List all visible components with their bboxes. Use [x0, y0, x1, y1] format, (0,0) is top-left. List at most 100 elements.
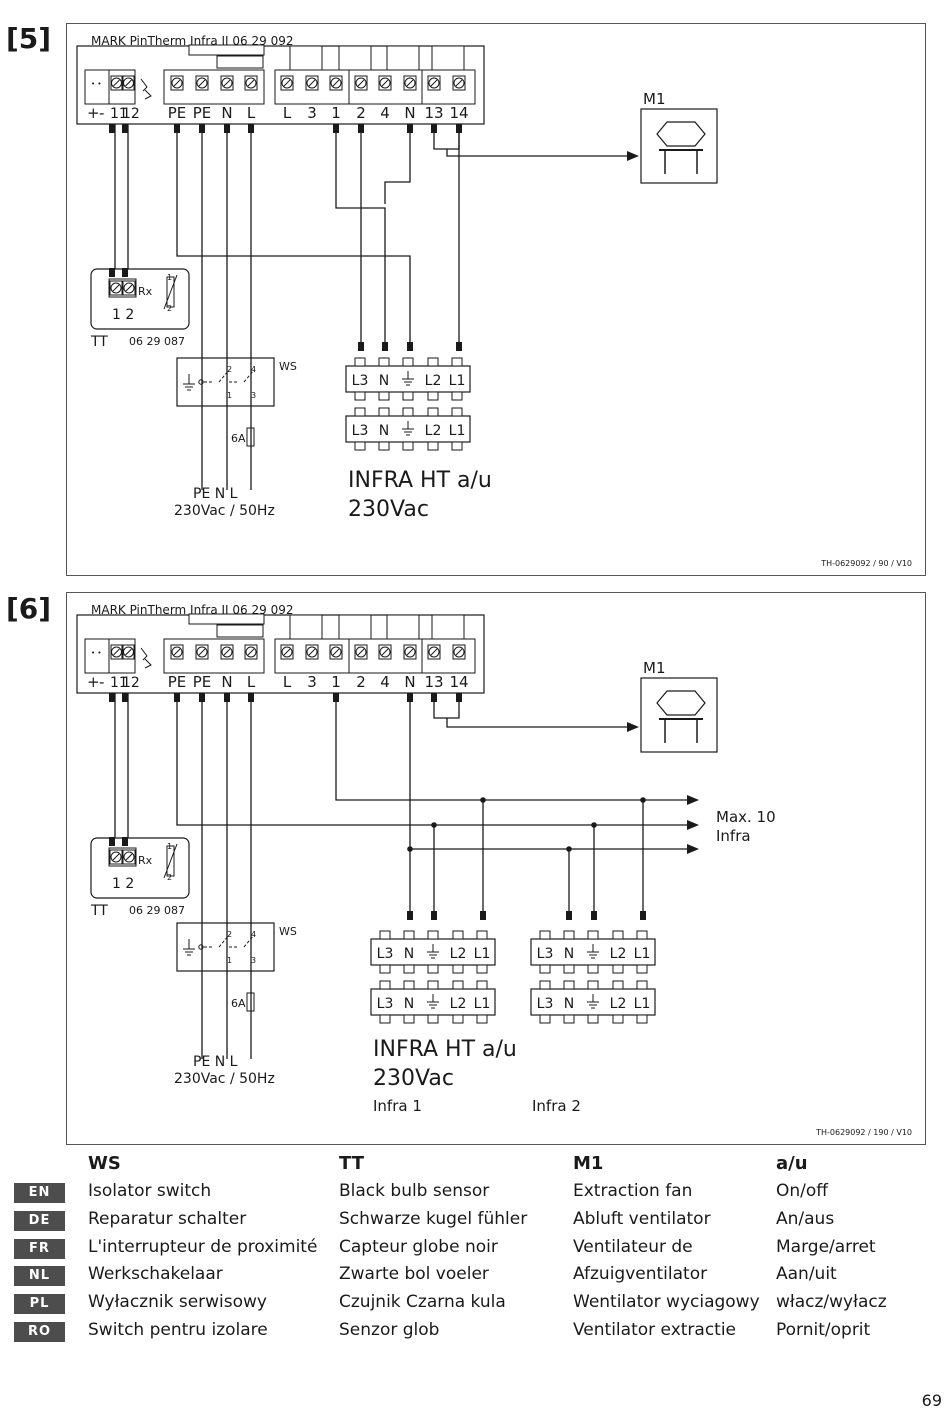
legend-table: EN DE FR NL PL RO WS Isolator switch Rep… — [0, 1150, 950, 1350]
relay-housing — [188, 613, 265, 625]
screw-slot — [381, 79, 389, 87]
heater-pin — [403, 980, 415, 990]
heater-pin — [563, 1014, 575, 1024]
relay-connector — [274, 638, 476, 674]
lang-badge-fr: FR — [14, 1239, 65, 1259]
wire — [335, 702, 695, 801]
legend-cell: Schwarze kugel fühler — [339, 1208, 528, 1229]
legend-column-au: a/u On/off An/aus Marge/arret Aan/uit wł… — [776, 1150, 887, 1345]
heater-pin — [427, 980, 439, 990]
legend-head: a/u — [776, 1153, 808, 1174]
heater-pin — [378, 391, 390, 401]
legend-cell: Abluft ventilator — [573, 1208, 711, 1229]
heater-pin — [451, 391, 463, 401]
terminal-label: 11 — [110, 106, 128, 122]
relay-housing — [386, 614, 420, 641]
sensor-probe-icon — [140, 647, 152, 669]
sensor-code: 06 29 087 — [129, 904, 185, 917]
relay-housing — [216, 55, 264, 69]
fan-icon — [656, 121, 706, 147]
polarity-dots: • • — [91, 80, 101, 88]
drawing-reference: TH-0629092 / 90 / V10 — [820, 559, 912, 568]
wire-terminal — [224, 124, 230, 133]
switch-pin: 1 — [227, 391, 232, 400]
screw-slot — [283, 79, 291, 87]
switch-pin: 1 — [227, 956, 232, 965]
sensor-pin-label: 1 — [167, 273, 172, 282]
thermistor-icon — [163, 274, 178, 310]
screw-slot — [125, 648, 132, 656]
heater-pin — [636, 930, 648, 940]
heater-pin — [378, 407, 390, 417]
switch-label: WS — [279, 360, 297, 373]
heater-terminal-label: L3 — [352, 373, 369, 389]
wire-terminal — [333, 124, 339, 133]
terminal-label: 11 — [110, 675, 128, 691]
arrow-icon — [627, 151, 639, 161]
terminal-label: L — [247, 673, 256, 691]
terminal-label: 1 — [331, 104, 341, 122]
heater-title: INFRA HT a/u — [348, 468, 492, 493]
screw-slot — [173, 648, 181, 656]
supply-spec-label: 230Vac / 50Hz — [174, 503, 275, 519]
heater-pin — [378, 357, 390, 367]
heater-pin — [427, 964, 439, 974]
heater-pin — [452, 964, 464, 974]
fan-label: M1 — [643, 90, 666, 108]
heater-pin — [379, 964, 391, 974]
heater-pin — [379, 930, 391, 940]
wire-terminal — [456, 693, 462, 702]
screw-slot — [198, 648, 206, 656]
heater-terminal-label: L2 — [450, 996, 467, 1012]
wire-terminal — [566, 911, 572, 920]
legend-cell: L'interrupteur de proximité — [88, 1236, 318, 1257]
heater-pin — [636, 1014, 648, 1024]
heater-terminal-label: L3 — [377, 946, 394, 962]
arrow-icon — [687, 844, 699, 854]
figure-5-label: [5] — [6, 22, 52, 55]
heater-terminal-label: L1 — [449, 423, 466, 439]
legend-cell: Isolator switch — [88, 1181, 212, 1201]
relay-housing — [338, 45, 372, 72]
legend-cell: Reparatur schalter — [88, 1208, 247, 1229]
legend-cell: Ventilateur de — [573, 1236, 693, 1257]
switch-pin: 4 — [251, 930, 256, 939]
sensor-probe-icon — [140, 78, 152, 100]
heater-pin — [354, 391, 366, 401]
wire — [446, 149, 637, 157]
screw-slot — [125, 79, 132, 87]
screw-slot — [247, 79, 255, 87]
heater-pin — [452, 980, 464, 990]
screw-slot — [357, 648, 365, 656]
legend-cell: Werkschakelaar — [88, 1264, 223, 1285]
legend-cell: Extraction fan — [573, 1181, 693, 1201]
switch-pin: 2 — [227, 365, 232, 374]
heater-pin — [476, 1014, 488, 1024]
junction-dot — [566, 846, 572, 852]
heater-name: Infra 1 — [373, 1097, 422, 1115]
heater-pin — [539, 930, 551, 940]
wire-terminal — [407, 693, 413, 702]
switch-pin: 3 — [251, 956, 256, 965]
screw-slot — [112, 853, 120, 861]
heater-pin — [451, 407, 463, 417]
wire-terminal — [248, 693, 254, 702]
heater-terminal-label: L3 — [537, 946, 554, 962]
heater-title: INFRA HT a/u — [373, 1037, 517, 1062]
terminal-label: N — [404, 673, 415, 691]
legend-cell: Senzor glob — [339, 1319, 440, 1340]
wire-terminal — [407, 911, 413, 920]
legend-head: WS — [88, 1153, 121, 1174]
lang-badge-nl: NL — [14, 1266, 65, 1286]
heater-pin — [563, 964, 575, 974]
heater-pin — [402, 391, 414, 401]
junction-dot — [480, 797, 486, 803]
heater-pin — [378, 441, 390, 451]
wire-terminal — [122, 693, 128, 702]
legend-cell: Pornit/oprit — [776, 1319, 871, 1340]
screw-slot — [112, 284, 120, 292]
switch-contact-icon — [204, 934, 255, 948]
heater-terminal-label: L1 — [474, 946, 491, 962]
legend-cell: Afzuigventilator — [573, 1264, 708, 1285]
